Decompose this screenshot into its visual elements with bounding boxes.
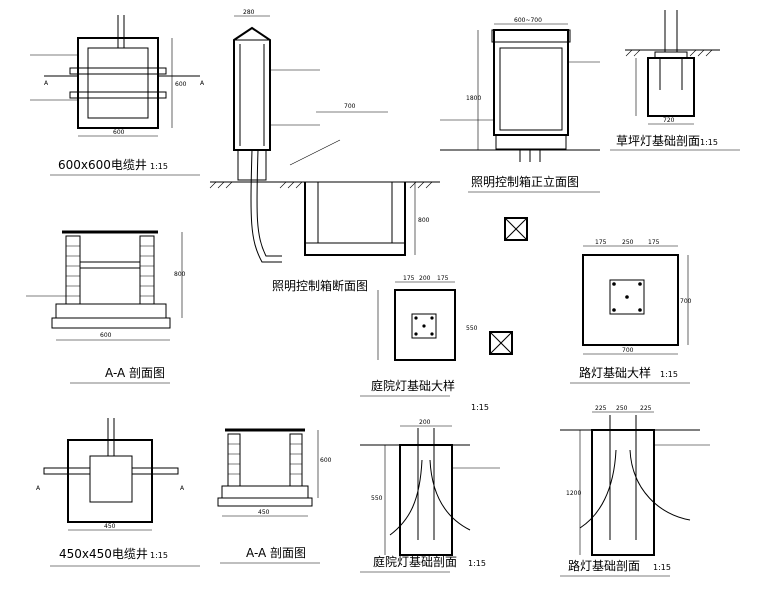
- control-box-width-dim: 280: [243, 9, 255, 16]
- svg-text:175: 175: [595, 239, 607, 246]
- pit450-title: 450x450电缆井: [59, 547, 148, 561]
- brick-wall-left-2: [227, 433, 241, 487]
- pit450-mark-right: A: [180, 485, 185, 492]
- gravel-base-2: [221, 485, 309, 499]
- pit600-conduit-1: [69, 67, 167, 75]
- pit450-scale: 1:15: [150, 551, 168, 560]
- section-aa-2-height-dim: 600: [320, 457, 332, 464]
- garden-section-scale: 1:15: [468, 559, 486, 568]
- control-elev-height-dim: 1800: [466, 95, 481, 102]
- garden-plan-outline: [394, 289, 456, 361]
- svg-text:175: 175: [648, 239, 660, 246]
- street-plan-scale: 1:15: [660, 370, 678, 379]
- section-aa-1-width-dim: 600: [100, 332, 112, 339]
- lawn-lamp-title: 草坪灯基础剖面: [616, 134, 700, 148]
- section-aa-1: 800 600: [26, 230, 186, 341]
- control-pit: [304, 182, 406, 256]
- svg-text:225: 225: [640, 405, 652, 412]
- pit600-title: 600x600电缆井: [58, 158, 147, 172]
- pit600-conduit-2: [69, 91, 167, 99]
- garden-plan-height-dim: 550: [466, 325, 478, 332]
- anchor-detail-1: [504, 217, 528, 241]
- section-aa-2: 600 450: [217, 428, 332, 517]
- garden-section-width-dim: 200: [419, 419, 431, 426]
- street-plan-height-dim: 700: [680, 298, 692, 305]
- conduit-curve: [250, 149, 282, 263]
- lawn-lamp-foundation: [647, 57, 695, 117]
- pit600-section-mark-right: A: [200, 80, 205, 87]
- pit600-inner: [87, 47, 149, 119]
- brick-wall-right-2: [289, 433, 303, 487]
- svg-text:175: 175: [403, 275, 415, 282]
- garden-section-title: 庭院灯基础剖面: [373, 554, 457, 569]
- control-elev-width-dim: 600~700: [514, 17, 542, 24]
- gravel-base-1: [55, 303, 167, 319]
- section-aa-2-width-dim: 450: [258, 509, 270, 516]
- anchor-detail-2: [489, 331, 513, 355]
- svg-text:225: 225: [595, 405, 607, 412]
- pit450-mark-left: A: [36, 485, 41, 492]
- garden-section-foundation: [399, 444, 453, 556]
- section-aa-1-title: A-A 剖面图: [105, 366, 165, 380]
- lawn-lamp-width-dim: 720: [663, 117, 675, 124]
- control-elevation: 600~700 1800: [440, 17, 600, 162]
- control-elev-title: 照明控制箱正立面图: [471, 174, 579, 189]
- street-section-title: 路灯基础剖面: [568, 558, 640, 573]
- lawn-lamp-scale: 1:15: [700, 138, 718, 147]
- street-section-foundation: [591, 429, 655, 556]
- pit600-plan: 600 600 A A: [30, 15, 205, 137]
- street-lamp-plan: 175 250 175 700 700: [582, 239, 692, 355]
- garden-lamp-plan: 175 200 175 550: [377, 275, 478, 361]
- control-box-side: [233, 26, 271, 151]
- control-pit-width-dim: 700: [344, 103, 356, 110]
- street-section-scale: 1:15: [653, 563, 671, 572]
- street-plan-outline: [582, 254, 679, 346]
- control-section-title: 照明控制箱断面图: [272, 278, 368, 293]
- svg-text:175: 175: [437, 275, 449, 282]
- garden-plan-title: 庭院灯基础大样: [371, 378, 455, 393]
- street-plan-bottom-dim: 700: [622, 347, 634, 354]
- pit450-outer: [67, 439, 153, 523]
- garden-plan-width-dim: 200: [419, 275, 431, 282]
- street-section-width-dim: 250: [616, 405, 628, 412]
- control-pit-depth-dim: 800: [418, 217, 430, 224]
- lawn-lamp-section: 720: [625, 10, 720, 125]
- garden-section-height-dim: 550: [371, 495, 383, 502]
- control-section: 280 700 800: [209, 9, 440, 263]
- pit450-width-dim: 450: [104, 523, 116, 530]
- control-box-front: [493, 29, 569, 136]
- pit450-inner: [89, 455, 133, 503]
- pit600-width-dim: 600: [113, 129, 125, 136]
- section-aa-1-height-dim: 800: [174, 271, 186, 278]
- street-section-height-dim: 1200: [566, 490, 581, 497]
- garden-lamp-section: 200 550: [360, 419, 500, 556]
- control-box-door: [499, 47, 563, 131]
- section-aa-2-title: A-A 剖面图: [246, 546, 306, 560]
- pit600-section-mark-left: A: [44, 80, 49, 87]
- pit600-outer: [77, 37, 159, 129]
- pit600-height-dim: 600: [175, 81, 187, 88]
- street-lamp-section: 225 250 225 1200: [560, 405, 710, 556]
- pit450-plan: 450 A A: [36, 418, 185, 531]
- pit600-scale: 1:15: [150, 162, 168, 171]
- street-plan-width-dim: 250: [622, 239, 634, 246]
- street-plan-title: 路灯基础大样: [579, 365, 651, 380]
- garden-plan-scale: 1:15: [471, 403, 489, 412]
